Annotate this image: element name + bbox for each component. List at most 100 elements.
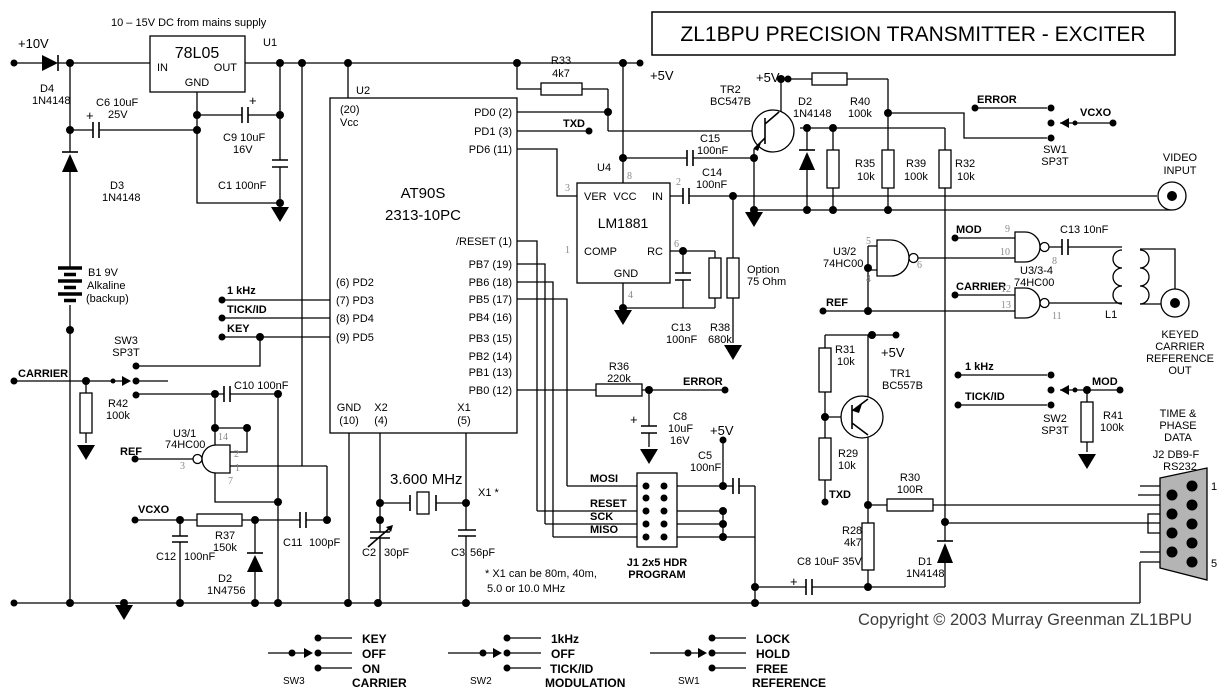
pin-lm-8: 8 <box>627 171 632 182</box>
label-r33: R33 <box>551 55 571 67</box>
label-plus5v-c5: +5V <box>710 423 734 438</box>
resistor-r39 <box>881 149 895 189</box>
pin-reset: /RESET (1) <box>456 236 512 248</box>
label-tickid-sw2: TICK/ID <box>965 391 1005 403</box>
resistor-r35 <box>826 149 840 189</box>
gnd-c8-16v <box>640 449 658 464</box>
labels: ZL1BPU PRECISION TRANSMITTER - EXCITER C… <box>18 17 1217 690</box>
db9-connector-body <box>1159 467 1208 581</box>
tr2-emitter-arrow <box>754 143 761 151</box>
label-option1: Option <box>747 264 779 276</box>
l1-primary <box>1112 249 1123 305</box>
crystal-body <box>416 491 430 515</box>
resistor-option-75ohm <box>726 257 740 299</box>
label-r40: R40 <box>850 96 870 108</box>
cap-c8-16v <box>641 425 657 434</box>
resistor-r41 <box>1080 401 1094 443</box>
pin-gnd: GND <box>337 402 362 414</box>
cap-c12 <box>172 535 188 543</box>
label-plus5v-tr1: +5V <box>881 345 905 360</box>
label-vcxo-right: VCXO <box>1080 107 1112 119</box>
label-j2a: J2 DB9-F <box>1153 449 1200 461</box>
pin-u33-8: 8 <box>1052 256 1057 267</box>
pin-lm-4: 4 <box>628 290 633 301</box>
gate-u3-2 <box>876 239 910 277</box>
label-u4: U4 <box>597 162 611 174</box>
label-c11: C11 <box>283 537 302 549</box>
label-r38-v: 680k <box>708 334 732 346</box>
wires <box>14 62 1186 669</box>
label-j1b: PROGRAM <box>628 569 685 581</box>
label-r36-v: 220k <box>607 373 631 385</box>
pin-pb5: PB5 (17) <box>469 294 512 306</box>
label-c2: C2 <box>362 547 376 559</box>
cap-c5 <box>732 478 740 494</box>
cap-c1 <box>272 159 288 168</box>
label-tr2-part: BC547B <box>710 96 751 108</box>
label-video2: INPUT <box>1164 165 1197 177</box>
label-u2-vcc: Vcc <box>340 117 359 129</box>
wires-xtal <box>348 433 467 603</box>
label-c13a-v: 100nF <box>666 334 697 346</box>
battery-b1 <box>58 266 82 303</box>
nand-gates <box>192 231 1050 474</box>
label-u2-pin20: (20) <box>340 104 360 116</box>
label-d2r-part: 1N4148 <box>793 108 832 120</box>
gnd-tr2 <box>745 212 763 227</box>
label-c5: C5 <box>698 450 712 462</box>
label-b1-a: Alkaline <box>87 280 126 292</box>
label-mod-gate: MOD <box>956 224 982 236</box>
pin-pd6: PD6 (11) <box>469 144 512 156</box>
diode-d2-right <box>799 152 815 170</box>
legend-sw3-off: OFF <box>362 647 386 661</box>
pin-pb6: PB6 (18) <box>469 277 512 289</box>
label-c12-v: 100nF <box>184 551 215 563</box>
label-r32: R32 <box>955 158 975 170</box>
resistor-r42 <box>79 392 93 434</box>
legend-sw1-free: FREE <box>756 662 788 676</box>
label-xtal-freq: 3.600 MHz <box>390 471 463 488</box>
resistor-r31 <box>818 347 832 393</box>
label-tickid: TICK/ID <box>227 304 267 316</box>
label-plus5v-rail: +5V <box>650 68 674 83</box>
label-r32-v: 10k <box>957 171 975 183</box>
resistor-r40 <box>811 72 848 86</box>
pin-u31-2: 2 <box>234 449 239 460</box>
label-r31: R31 <box>835 344 855 356</box>
resistor-r36 <box>595 383 643 397</box>
gate-u3-3 <box>1014 231 1041 263</box>
label-txd-top: TXD <box>563 118 585 130</box>
label-c3: C3 <box>451 547 465 559</box>
gate-u3-4-bubble <box>1039 297 1050 309</box>
label-sw3-type: SP3T <box>112 347 140 359</box>
diode-d3 <box>62 154 78 172</box>
regulator-78l05-body <box>149 35 246 93</box>
label-c14: C14 <box>702 167 722 179</box>
legend-sw1-name: SW1 <box>678 676 700 687</box>
label-ref-right: REF <box>826 297 848 309</box>
plus-c8a: + <box>630 412 638 427</box>
label-time3: DATA <box>1164 432 1192 444</box>
plus-c8b: + <box>790 574 798 589</box>
connectors <box>1157 181 1208 581</box>
gnd-c1 <box>271 207 289 222</box>
label-mcu-name2: 2313-10PC <box>385 207 461 224</box>
label-1khz: 1 kHz <box>227 285 256 297</box>
label-r36: R36 <box>609 361 629 373</box>
label-u1: U1 <box>263 37 277 49</box>
sw1-legend-arrow <box>698 648 707 658</box>
pin-pb0: PB0 (12) <box>469 385 512 397</box>
label-c9-v: 16V <box>233 144 253 156</box>
gate-u3-3-bubble <box>1039 241 1050 253</box>
label-sw1-type: SP3T <box>1041 156 1069 168</box>
legend-sw1-hold: HOLD <box>756 647 790 661</box>
label-r35: R35 <box>855 158 875 170</box>
label-lm-gnd: GND <box>614 268 639 280</box>
label-b1-b: (backup) <box>86 293 129 305</box>
label-r40-v: 100k <box>848 108 872 120</box>
label-d3: D3 <box>110 180 124 192</box>
pin-u33-9: 9 <box>1005 224 1010 235</box>
label-c11-v: 100pF <box>309 537 340 549</box>
db9-pins <box>1166 480 1198 568</box>
